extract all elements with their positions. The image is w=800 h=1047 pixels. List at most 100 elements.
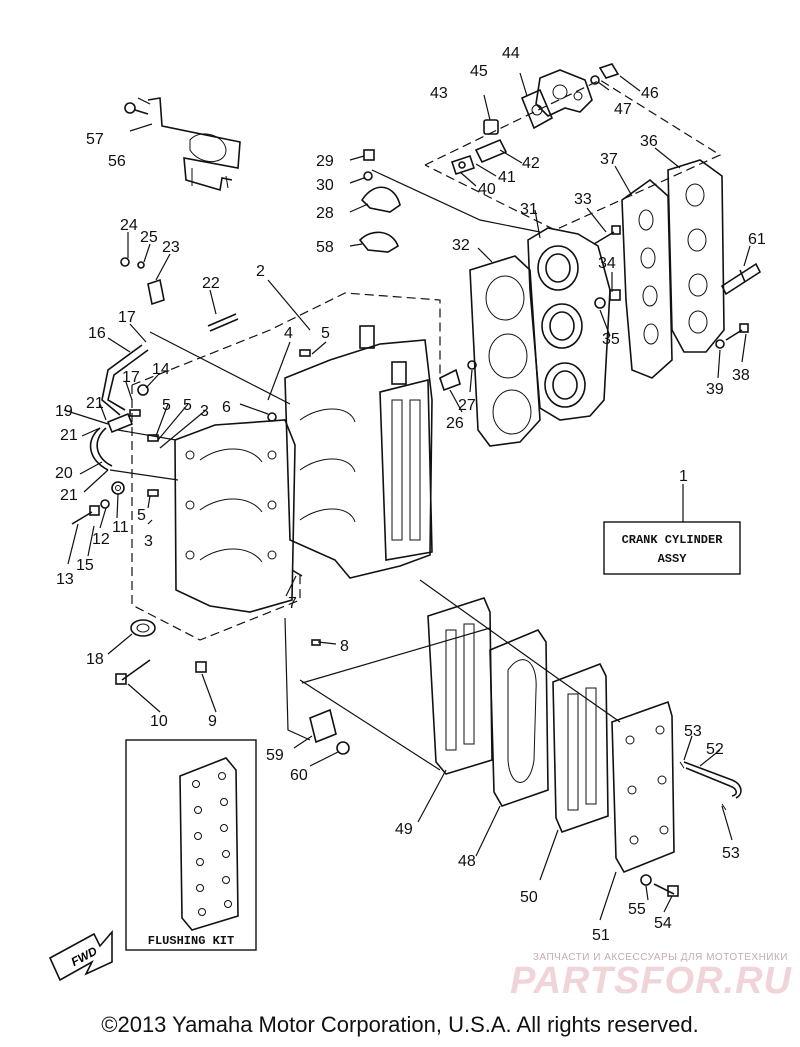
bolt-13 <box>71 505 100 525</box>
callout-40: 40 <box>478 181 496 198</box>
callout-41: 41 <box>498 169 516 186</box>
assembly-label-line2: ASSY <box>658 552 688 566</box>
callout-5: 5 <box>183 397 192 414</box>
callout-19: 19 <box>55 403 73 420</box>
exhaust-gasket-49 <box>427 597 493 775</box>
group-outline-thermostat <box>424 79 722 231</box>
callout-9: 9 <box>208 713 217 730</box>
fitting-19 <box>106 412 134 434</box>
washer-35 <box>594 297 606 309</box>
clamp-58 <box>358 231 399 253</box>
callout-8: 8 <box>340 638 349 655</box>
callout-28: 28 <box>316 205 334 222</box>
watermark-logo: PARTSFOR.RU <box>510 960 792 1002</box>
bolt-46-washer-47 <box>590 63 620 85</box>
callout-32: 32 <box>452 237 470 254</box>
callout-52: 52 <box>706 741 724 758</box>
crankcase-half <box>174 419 296 613</box>
pin-7 <box>291 569 303 577</box>
leader-lines <box>63 72 751 921</box>
spark-plug-61 <box>720 262 762 296</box>
bracket-23-24-25 <box>120 257 165 306</box>
callout-30: 30 <box>316 177 334 194</box>
head-cover-36 <box>667 159 725 353</box>
callout-51: 51 <box>592 927 610 944</box>
callout-29: 29 <box>316 153 334 170</box>
thermostat-43-42-41-40 <box>450 119 508 176</box>
callout-4: 4 <box>284 325 293 342</box>
callout-18: 18 <box>86 651 104 668</box>
fwd-arrow-label: FWD <box>69 944 100 969</box>
callout-45: 45 <box>470 63 488 80</box>
callout-26: 26 <box>446 415 464 432</box>
callout-3: 3 <box>144 533 153 550</box>
callout-17: 17 <box>122 369 140 386</box>
part-bracket-56 <box>147 97 241 192</box>
clamp-28 <box>360 186 401 213</box>
callout-33: 33 <box>574 191 592 208</box>
bolt-34 <box>609 289 621 301</box>
callout-53: 53 <box>722 845 740 862</box>
callout-61: 61 <box>748 231 766 248</box>
callout-2: 2 <box>256 263 265 280</box>
callout-15: 15 <box>76 557 94 574</box>
assembly-label-line1: CRANK CYLINDER <box>622 533 724 547</box>
exhaust-outer-cover-51 <box>611 700 675 874</box>
seal-11 <box>111 481 125 495</box>
callout-12: 12 <box>92 531 110 548</box>
head-gasket-32 <box>469 255 541 447</box>
callout-49: 49 <box>395 821 413 838</box>
bolt-38-washer-39 <box>715 323 749 349</box>
callout-36: 36 <box>640 133 658 150</box>
callout-10: 10 <box>150 713 168 730</box>
callout-13: 13 <box>56 571 74 588</box>
callout-35: 35 <box>602 331 620 348</box>
callout-5: 5 <box>137 507 146 524</box>
callout-22: 22 <box>202 275 220 292</box>
flushing-kit-label: FLUSHING KIT <box>148 934 234 948</box>
callout-6: 6 <box>222 399 231 416</box>
callout-58: 58 <box>316 239 334 256</box>
callout-21: 21 <box>60 487 78 504</box>
dowel-pins-5 <box>129 349 311 497</box>
callout-17: 17 <box>118 309 136 326</box>
callouts: 1 2 3 3 4 5 5 5 5 6 7 8 9 10 11 12 13 14… <box>55 45 766 944</box>
fwd-arrow: FWD <box>48 929 113 982</box>
callout-21: 21 <box>60 427 78 444</box>
callout-53: 53 <box>684 723 702 740</box>
cylinder-body-2 <box>284 325 433 579</box>
callout-38: 38 <box>732 367 750 384</box>
callout-44: 44 <box>502 45 520 62</box>
exhaust-inner-cover-48 <box>489 629 549 807</box>
callout-16: 16 <box>88 325 106 342</box>
head-cover-gasket-37 <box>621 178 673 379</box>
stud-22 <box>207 313 239 332</box>
callout-60: 60 <box>290 767 308 784</box>
bolt-9 <box>195 661 207 673</box>
copyright-notice: ©2013 Yamaha Motor Corporation, U.S.A. A… <box>101 1012 699 1037</box>
callout-37: 37 <box>600 151 618 168</box>
callout-27: 27 <box>458 397 476 414</box>
callout-5: 5 <box>162 397 171 414</box>
thermostat-cover-44 <box>535 69 593 117</box>
grommet-14 <box>137 384 149 396</box>
callout-55: 55 <box>628 901 646 918</box>
flushing-kit-box: FLUSHING KIT <box>125 739 257 951</box>
callout-59: 59 <box>266 747 284 764</box>
bolt-33 <box>593 225 621 245</box>
callout-7: 7 <box>288 595 297 612</box>
hose-20 <box>89 427 113 471</box>
callout-47: 47 <box>614 101 632 118</box>
oil-seal-18 <box>130 619 156 637</box>
callout-48: 48 <box>458 853 476 870</box>
gasket-45 <box>520 88 554 130</box>
callout-14: 14 <box>152 361 170 378</box>
fitting-26-27 <box>439 360 477 392</box>
callout-31: 31 <box>520 201 538 218</box>
callout-1: 1 <box>679 468 688 485</box>
plug-6 <box>267 412 277 422</box>
bracket-59-bolt-60 <box>309 708 350 755</box>
callout-25: 25 <box>140 229 158 246</box>
bolt-57 <box>124 102 149 115</box>
